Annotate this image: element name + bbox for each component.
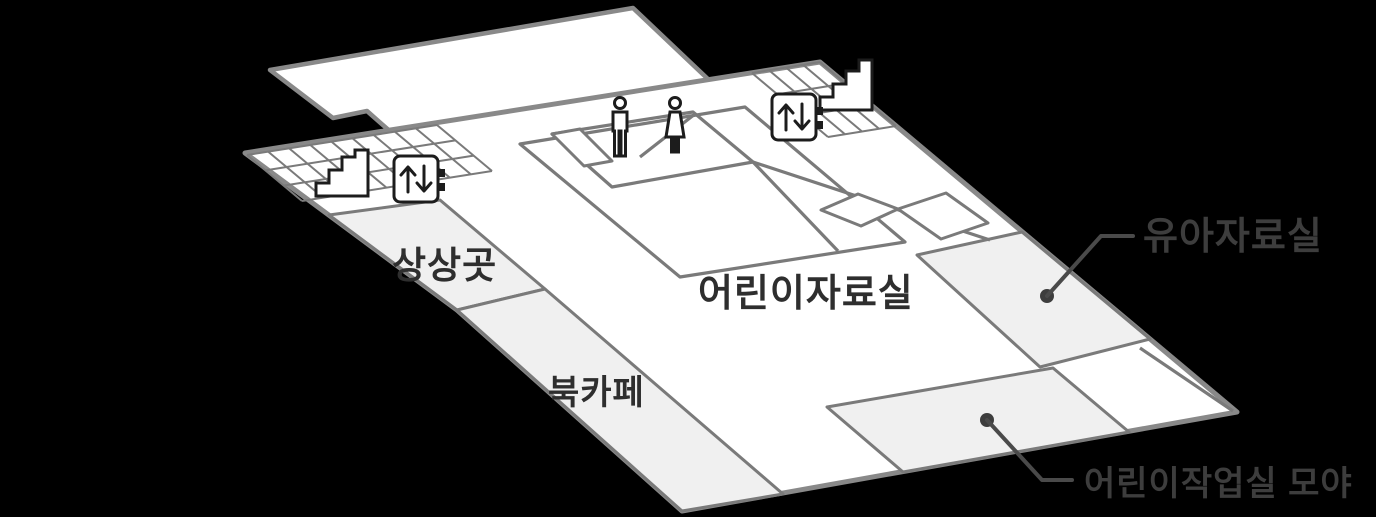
female-restroom-icon: [664, 96, 686, 154]
restroom-cell: [550, 127, 614, 168]
shelf-cell-2: [896, 191, 990, 241]
workshop-leader-line: [985, 418, 1074, 482]
label-children-workshop: 어린이작업실 모야: [1084, 465, 1353, 503]
east-short-wall: [751, 160, 840, 253]
stairs-icon: [314, 148, 370, 198]
room-book-cafe: [455, 287, 785, 513]
label-children-reading-room: 어린이자료실: [698, 273, 914, 315]
label-infant-reading-room: 유아자료실: [1143, 216, 1323, 258]
infant-room-leader-line: [1045, 234, 1135, 298]
room-children-workshop: [825, 366, 1131, 474]
male-restroom-icon: [611, 96, 629, 158]
elevator-icon: [392, 154, 445, 204]
stairs-icon: [818, 58, 874, 112]
southeast-divider-wall: [1139, 346, 1234, 413]
elevator-icon: [770, 92, 823, 142]
label-book-cafe: 북카페: [548, 374, 645, 412]
label-sangsanggot: 상상곳: [392, 245, 497, 286]
